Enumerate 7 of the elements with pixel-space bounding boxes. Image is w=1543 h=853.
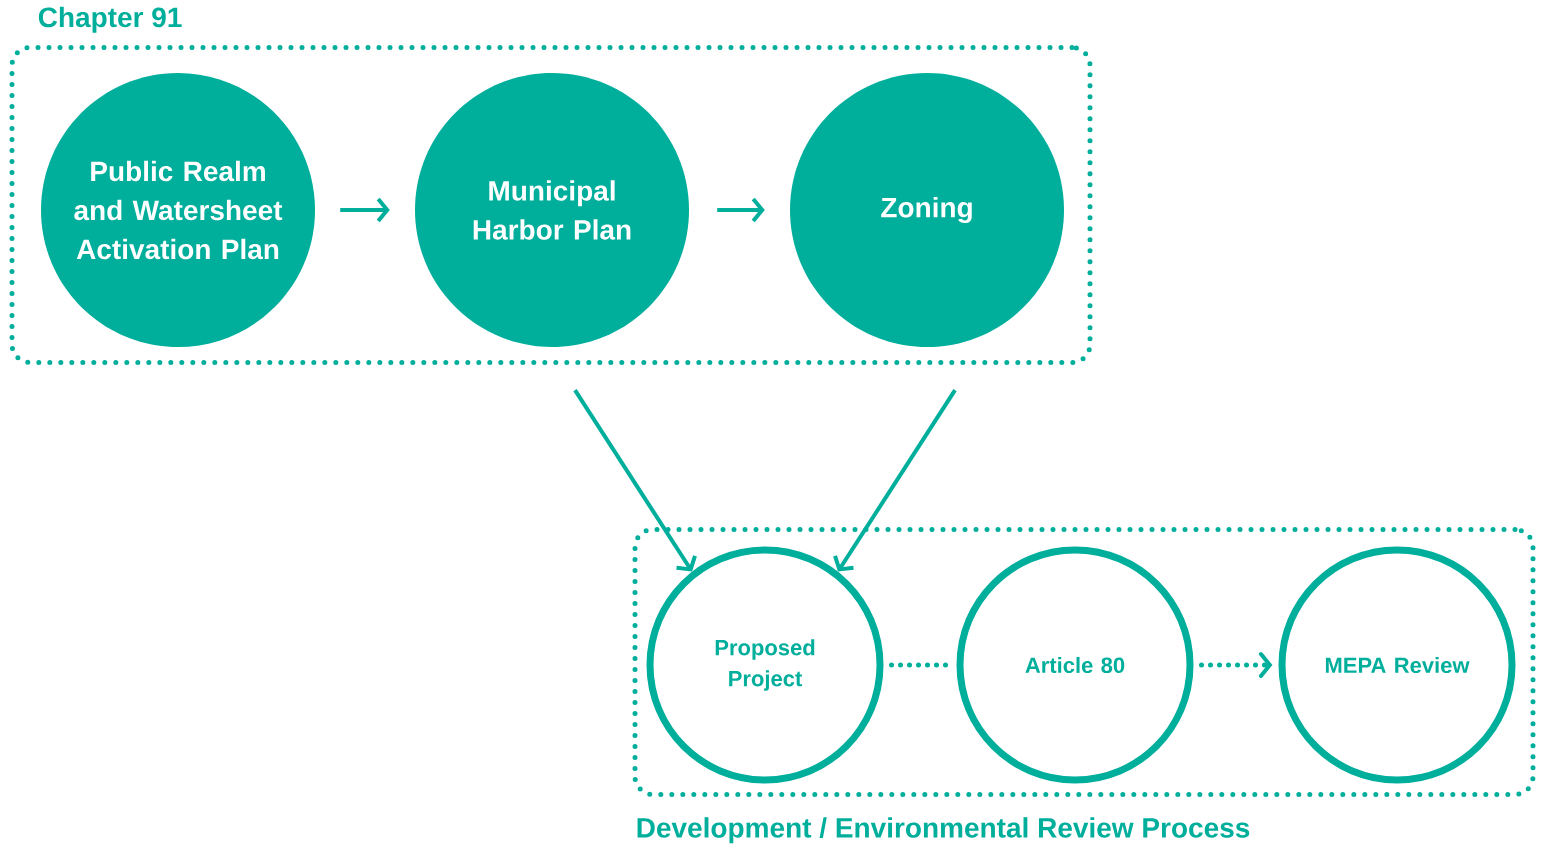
arrow xyxy=(1199,652,1273,678)
arrow xyxy=(833,389,957,572)
node-label: Chapter 91 xyxy=(38,6,182,33)
node-label: Development / Environmental Review Process xyxy=(637,817,1250,844)
arrow xyxy=(573,389,697,572)
arrow xyxy=(340,197,390,223)
arrow xyxy=(717,197,765,223)
